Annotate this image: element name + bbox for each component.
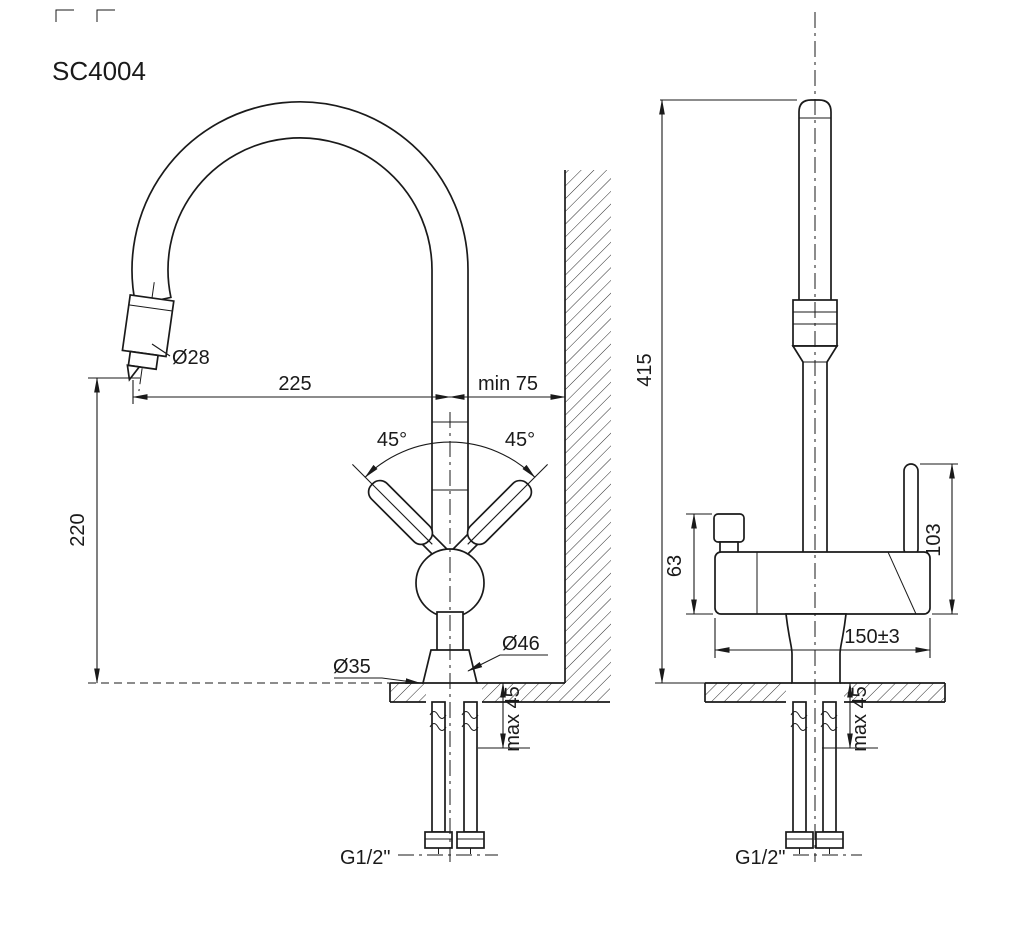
dim-label-415: 415: [634, 353, 656, 386]
dim-label-thread-front: G1/2": [735, 847, 785, 869]
dim-handle-height: 63: [664, 513, 713, 615]
hose-nut: [785, 831, 814, 849]
dim-label-225: 225: [278, 373, 311, 395]
registration-marks: [55, 9, 115, 22]
dim-thread-front: G1/2": [735, 847, 862, 869]
lever-handle: [903, 463, 919, 557]
dim-thread-side: G1/2": [340, 847, 498, 869]
dim-spout-outlet: Ø28: [151, 343, 210, 369]
wall-section: [564, 170, 611, 683]
dim-total-height: 415: [634, 99, 797, 684]
countertop-section: [389, 682, 610, 703]
dim-spout-height: 220: [67, 377, 140, 684]
base-front: [785, 613, 847, 684]
supply-hoses: [424, 701, 485, 854]
cold-handle: [713, 513, 745, 555]
countertop-section-front: [704, 682, 946, 703]
dim-label-d35: Ø35: [333, 656, 371, 678]
dim-body-diameter: Ø46: [467, 633, 548, 672]
dim-deck-thickness-front: max 45: [822, 682, 878, 752]
dim-lever-height: 103: [920, 463, 958, 615]
dim-label-max45-side: max 45: [502, 686, 524, 752]
supply-hoses-front: [785, 701, 844, 854]
hose-nut: [815, 831, 844, 849]
gooseneck-spout: [131, 100, 469, 586]
dim-label-thread-side: G1/2": [340, 847, 390, 869]
dim-body-length: 150±3: [714, 618, 931, 658]
dim-label-103: 103: [923, 523, 945, 556]
dim-label-220: 220: [67, 513, 89, 546]
dim-label-150: 150±3: [844, 626, 899, 648]
dim-reach-and-clearance: 225 min 75: [132, 373, 566, 404]
dim-base-diameter: Ø35: [333, 656, 421, 684]
dim-label-d46: Ø46: [502, 633, 540, 655]
dim-label-min75: min 75: [478, 373, 538, 395]
dim-label-63: 63: [664, 555, 686, 577]
mixer-body: [714, 551, 931, 615]
spray-tip: [126, 364, 141, 382]
hose-nut: [424, 831, 453, 849]
dim-label-max45-front: max 45: [849, 686, 871, 752]
dim-label-45-right: 45°: [505, 429, 535, 451]
hose-nut: [456, 831, 485, 849]
front-view: 415 63 103 150±3 max 45: [634, 12, 958, 869]
side-view: 220 225 min 75 Ø28 45° 45° Ø46: [67, 100, 611, 869]
dim-label-d28: Ø28: [172, 347, 210, 369]
dim-deck-thickness-side: max 45: [478, 682, 530, 752]
dim-handle-angles: 45° 45°: [352, 429, 548, 545]
spray-head: [121, 282, 175, 392]
model-number: SC4004: [52, 56, 146, 86]
dim-label-45-left: 45°: [377, 429, 407, 451]
